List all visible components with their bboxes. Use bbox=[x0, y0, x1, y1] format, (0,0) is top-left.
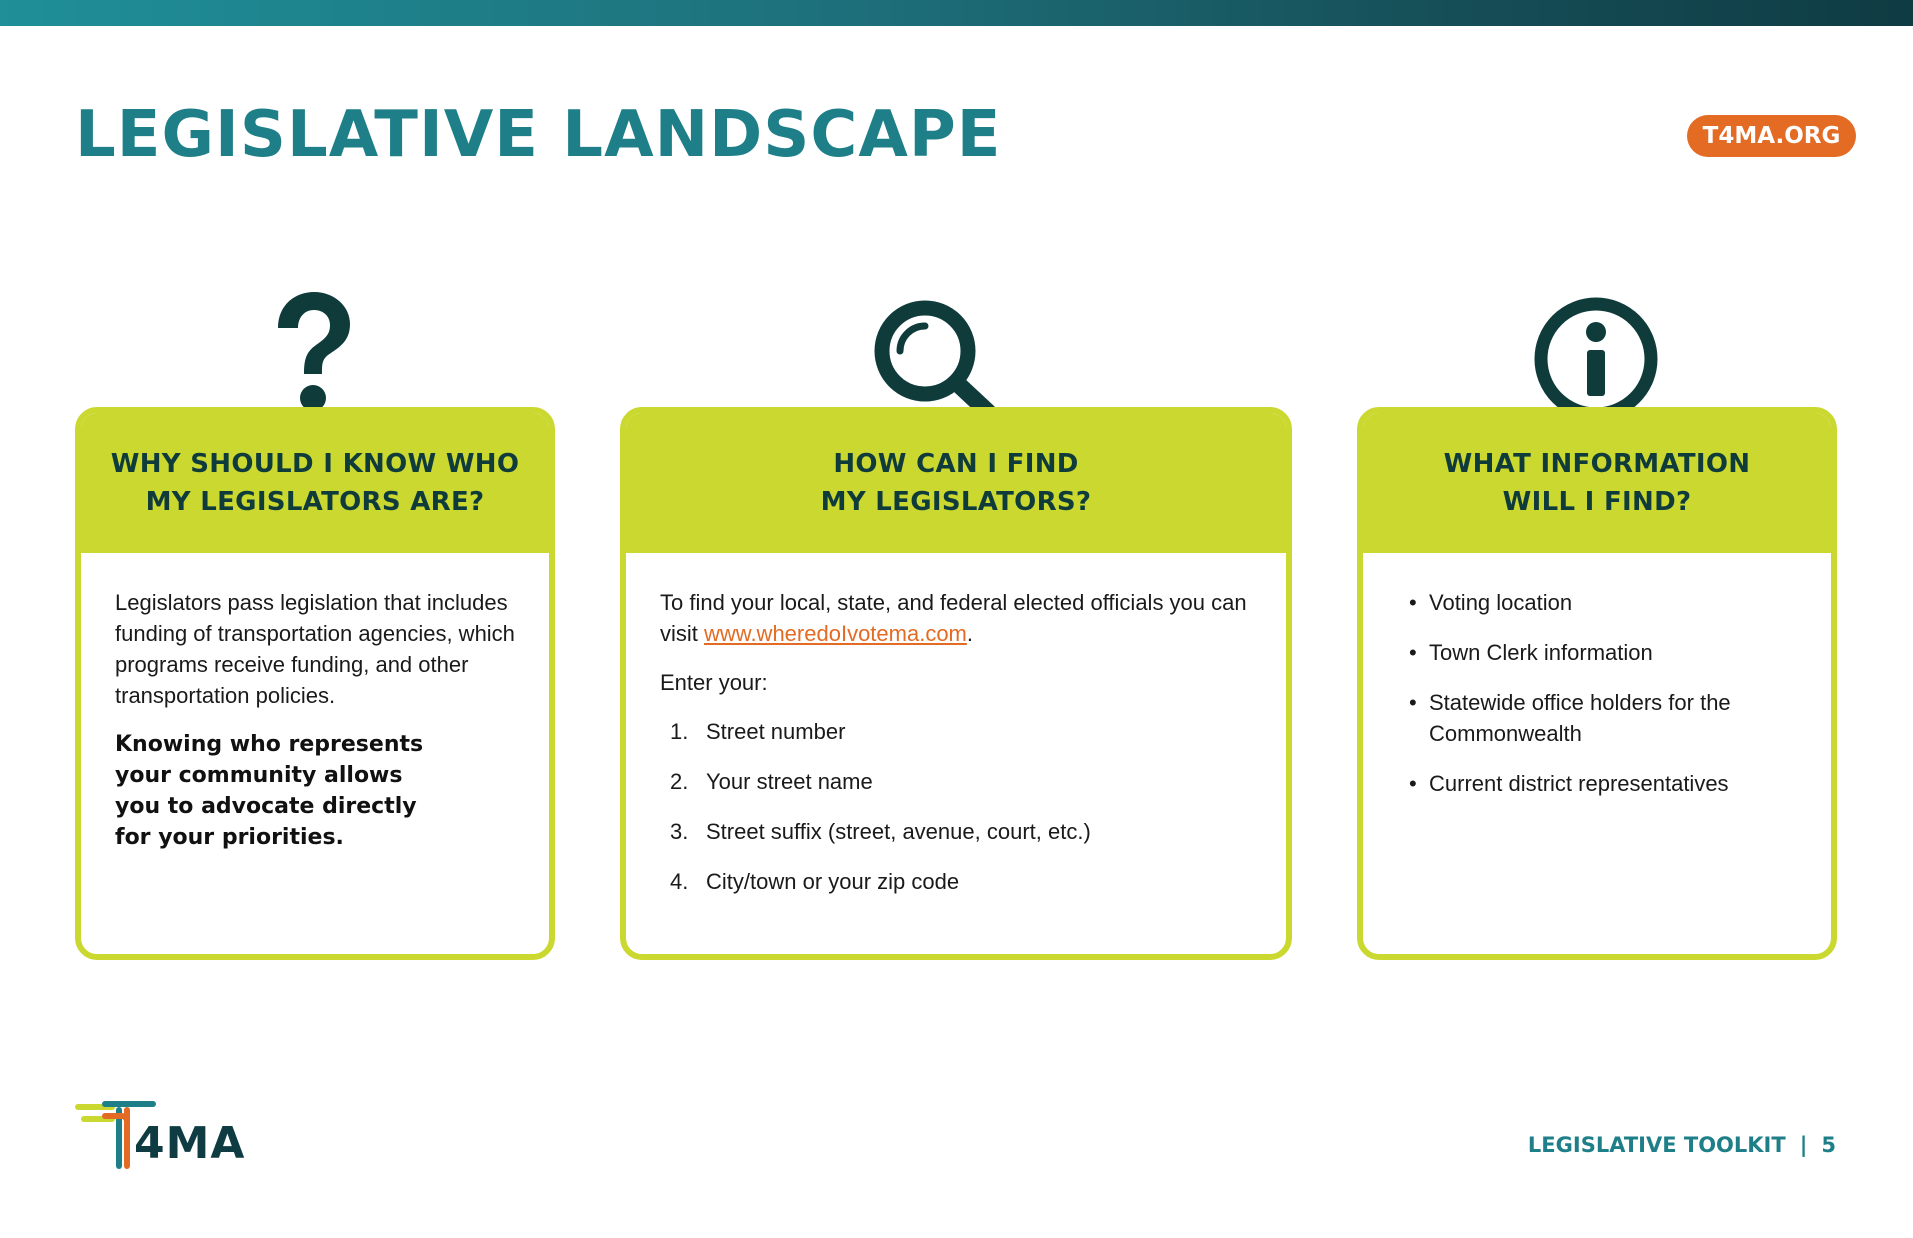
t4ma-logo bbox=[75, 1101, 156, 1169]
question-mark-icon bbox=[278, 292, 350, 411]
list-item: 4. City/town or your zip code bbox=[660, 866, 1252, 897]
magnifying-glass-icon bbox=[874, 300, 997, 420]
card-heading-line: WHY SHOULD I KNOW WHO bbox=[110, 449, 520, 479]
step-number: 2. bbox=[670, 769, 689, 794]
card-heading-line: MY LEGISLATORS? bbox=[820, 487, 1092, 517]
card-header: HOW CAN I FIND MY LEGISLATORS? bbox=[626, 413, 1286, 553]
list-item: 1. Street number bbox=[660, 716, 1252, 747]
card-body: To find your local, state, and federal e… bbox=[626, 553, 1286, 936]
card-header: WHY SHOULD I KNOW WHO MY LEGISLATORS ARE… bbox=[81, 413, 549, 553]
list-item-text: Town Clerk information bbox=[1429, 640, 1653, 665]
steps-list: 1. Street number 2. Your street name 3. Str… bbox=[660, 716, 1252, 897]
card-paragraph: Legislators pass legislation that includ… bbox=[115, 590, 515, 708]
bullet-icon: • bbox=[1409, 690, 1417, 715]
step-text: Street suffix (street, avenue, court, et… bbox=[706, 819, 1091, 844]
card-heading: WHAT INFORMATION WILL I FIND? bbox=[1444, 445, 1751, 521]
step-number: 4. bbox=[670, 869, 689, 894]
card-heading-line: WILL I FIND? bbox=[1502, 487, 1692, 517]
card-heading: WHY SHOULD I KNOW WHO MY LEGISLATORS ARE… bbox=[111, 445, 520, 521]
step-text: Street number bbox=[706, 719, 846, 744]
list-item: 3. Street suffix (street, avenue, court, … bbox=[660, 816, 1252, 847]
step-text: City/town or your zip code bbox=[706, 869, 960, 894]
card-body: Legislators pass legislation that includ… bbox=[81, 553, 549, 873]
list-item-text: Current district representatives bbox=[1429, 771, 1729, 796]
card-what-information: WHAT INFORMATION WILL I FIND? • Voting lo… bbox=[1357, 407, 1837, 960]
list-item-text: Voting location bbox=[1429, 590, 1573, 615]
list-item: • Town Clerk information bbox=[1409, 637, 1797, 668]
top-accent-bar bbox=[0, 0, 1913, 26]
card-body: • Voting location • Town Clerk information… bbox=[1363, 553, 1831, 838]
intro-text-end: . bbox=[966, 621, 974, 646]
logo-text: 4MA bbox=[134, 1118, 246, 1169]
footer: LEGISLATIVE TOOLKIT | 5 bbox=[1528, 1133, 1836, 1157]
intro-text: To find your local, state, and federal e… bbox=[660, 590, 1247, 646]
card-intro: To find your local, state, and federal e… bbox=[660, 587, 1252, 649]
list-item: • Voting location bbox=[1409, 587, 1797, 618]
list-item: • Statewide office holders for the Common… bbox=[1409, 687, 1797, 749]
footer-separator: | bbox=[1799, 1133, 1808, 1157]
site-url-badge[interactable]: T4MA.ORG bbox=[1687, 115, 1856, 157]
card-heading-line: MY LEGISLATORS ARE? bbox=[145, 487, 485, 517]
card-bold-paragraph: Knowing who represents your community al… bbox=[115, 732, 424, 850]
page-title: LEGISLATIVE LANDSCAPE bbox=[75, 98, 1002, 172]
step-number: 1. bbox=[670, 719, 689, 744]
card-heading-line: HOW CAN I FIND bbox=[833, 449, 1079, 479]
bullet-icon: • bbox=[1409, 590, 1417, 615]
enter-label: Enter your: bbox=[660, 670, 768, 695]
card-heading: HOW CAN I FIND MY LEGISLATORS? bbox=[821, 445, 1092, 521]
step-number: 3. bbox=[670, 819, 689, 844]
card-header: WHAT INFORMATION WILL I FIND? bbox=[1363, 413, 1831, 553]
step-text: Your street name bbox=[706, 769, 873, 794]
page-number: 5 bbox=[1821, 1133, 1836, 1157]
card-how-find-legislators: HOW CAN I FIND MY LEGISLATORS? To find y… bbox=[620, 407, 1292, 960]
card-heading-line: WHAT INFORMATION bbox=[1443, 449, 1751, 479]
info-list: • Voting location • Town Clerk information… bbox=[1397, 587, 1797, 799]
list-item: 2. Your street name bbox=[660, 766, 1252, 797]
footer-label: LEGISLATIVE TOOLKIT bbox=[1527, 1133, 1786, 1157]
bullet-icon: • bbox=[1409, 771, 1417, 796]
card-why-know-legislators: WHY SHOULD I KNOW WHO MY LEGISLATORS ARE… bbox=[75, 407, 555, 960]
where-do-i-vote-link[interactable]: www.wheredoIvotema.com bbox=[704, 621, 967, 646]
list-item-text: Statewide office holders for the Commonw… bbox=[1429, 690, 1731, 746]
info-icon bbox=[1534, 297, 1658, 421]
list-item: • Current district representatives bbox=[1409, 768, 1797, 799]
bullet-icon: • bbox=[1409, 640, 1417, 665]
